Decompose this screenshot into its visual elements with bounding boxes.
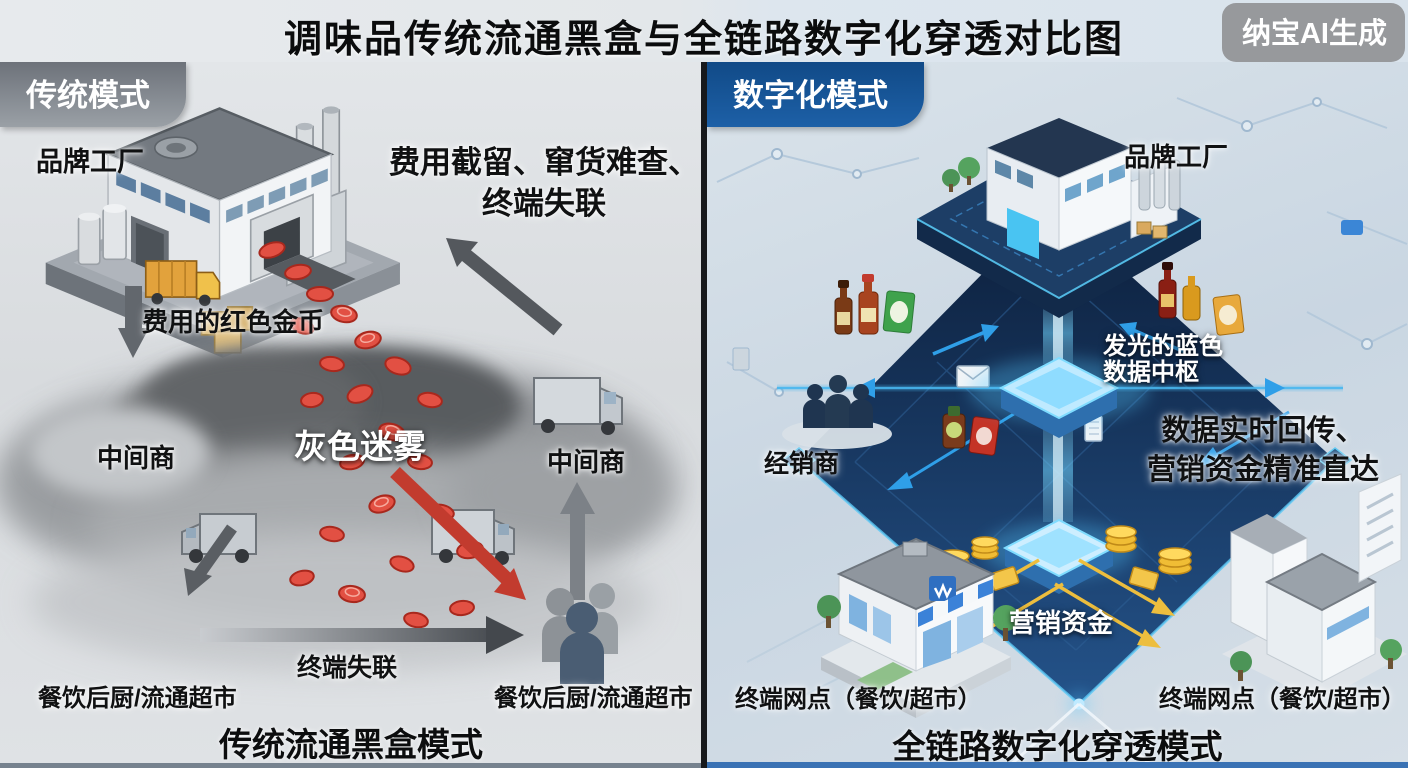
panel-divider [701, 62, 707, 768]
network-lines [716, 97, 1408, 707]
right-bottom-strip [707, 762, 1408, 768]
terminal-right-label: 餐饮后厨/流通超市 [494, 685, 693, 712]
edge-node-right [1317, 447, 1353, 473]
red-flow-arrow [390, 466, 526, 600]
fee-down-arrow [118, 286, 149, 358]
people-icon [542, 583, 618, 684]
digital-caption: 全链路数字化穿透模式 [892, 728, 1223, 765]
digital-panel: 数字化模式 品牌工厂 发光的蓝色 数据中枢 数据实时回传、 营销资金精准直达 经… [707, 62, 1408, 768]
hub-line-2: 数据中枢 [1103, 359, 1199, 386]
leak-up-arrow [446, 238, 563, 336]
distributor-icon [782, 375, 892, 449]
terminal-lost-label: 终端失联 [296, 654, 397, 682]
factory-icon [916, 118, 1202, 318]
panel-chip-icon [732, 347, 750, 371]
brand-factory-label: 品牌工厂 [36, 147, 144, 177]
network-dots [771, 97, 1373, 397]
middleman-up-arrow [560, 482, 595, 600]
terminal-lost-arrow [200, 616, 524, 654]
product-icons-left [834, 274, 916, 335]
red-coins-label: 费用的红色金币 [142, 307, 325, 337]
issue-annotation: 费用截留、窜货难查、 终端失联 [388, 142, 700, 224]
awning-icon [918, 579, 993, 627]
terminal-left-label: 餐饮后厨/流通超市 [38, 685, 237, 712]
ai-generated-badge: 纳宝AI生成 [1221, 3, 1405, 62]
digital-illustration [716, 97, 1408, 768]
store-icon [817, 537, 1019, 718]
product-icons-right [1158, 262, 1245, 336]
product-icons-center [942, 406, 1000, 456]
issue-line-2: 终端失联 [482, 186, 606, 221]
bottom-node-icon [1006, 693, 1156, 768]
data-hub-label: 发光的蓝色 数据中枢 [1103, 334, 1223, 386]
middleman-truck-right-icon [533, 377, 623, 435]
terminal-right-label: 终端网点（餐饮/超市） [1159, 686, 1406, 713]
terminal-left-label: 终端网点（餐饮/超市） [735, 686, 982, 713]
traditional-mode-badge: 传统模式 [0, 62, 186, 127]
middleman-left-label: 中间商 [97, 443, 176, 473]
middleman-right-label: 中间商 [547, 447, 626, 477]
digital-mode-badge: 数字化模式 [707, 62, 924, 127]
hub-line-1: 发光的蓝色 [1103, 333, 1223, 360]
benefit-annotation: 数据实时回传、 营销资金精准直达 [1119, 412, 1407, 490]
edge-node-left [781, 447, 817, 473]
traditional-panel: 传统模式 品牌工厂 费用截留、窜货难查、 终端失联 费用的红色金币 灰色迷雾 中… [0, 62, 702, 768]
chip-icon [1341, 220, 1363, 235]
distributor-label: 经销商 [764, 450, 840, 478]
page-title: 调味品传统流通黑盒与全链路数字化穿透对比图 [283, 19, 1124, 61]
buildings-icon [1222, 473, 1407, 702]
gray-fog-label: 灰色迷雾 [294, 428, 426, 465]
benefit-line-1: 数据实时回传、 [1161, 415, 1365, 447]
marketing-funds-label: 营销资金 [1009, 608, 1114, 638]
brand-factory-label: 品牌工厂 [1124, 142, 1229, 172]
fog-downleft-arrow [184, 524, 237, 596]
loading-truck-icon [144, 260, 221, 307]
crates-icon [200, 306, 254, 354]
benefit-line-2: 营销资金精准直达 [1146, 454, 1379, 486]
left-bottom-strip [0, 763, 702, 768]
issue-line-1: 费用截留、窜货难查、 [389, 145, 699, 180]
traditional-illustration [0, 106, 680, 684]
traditional-caption: 传统流通黑盒模式 [219, 726, 483, 763]
